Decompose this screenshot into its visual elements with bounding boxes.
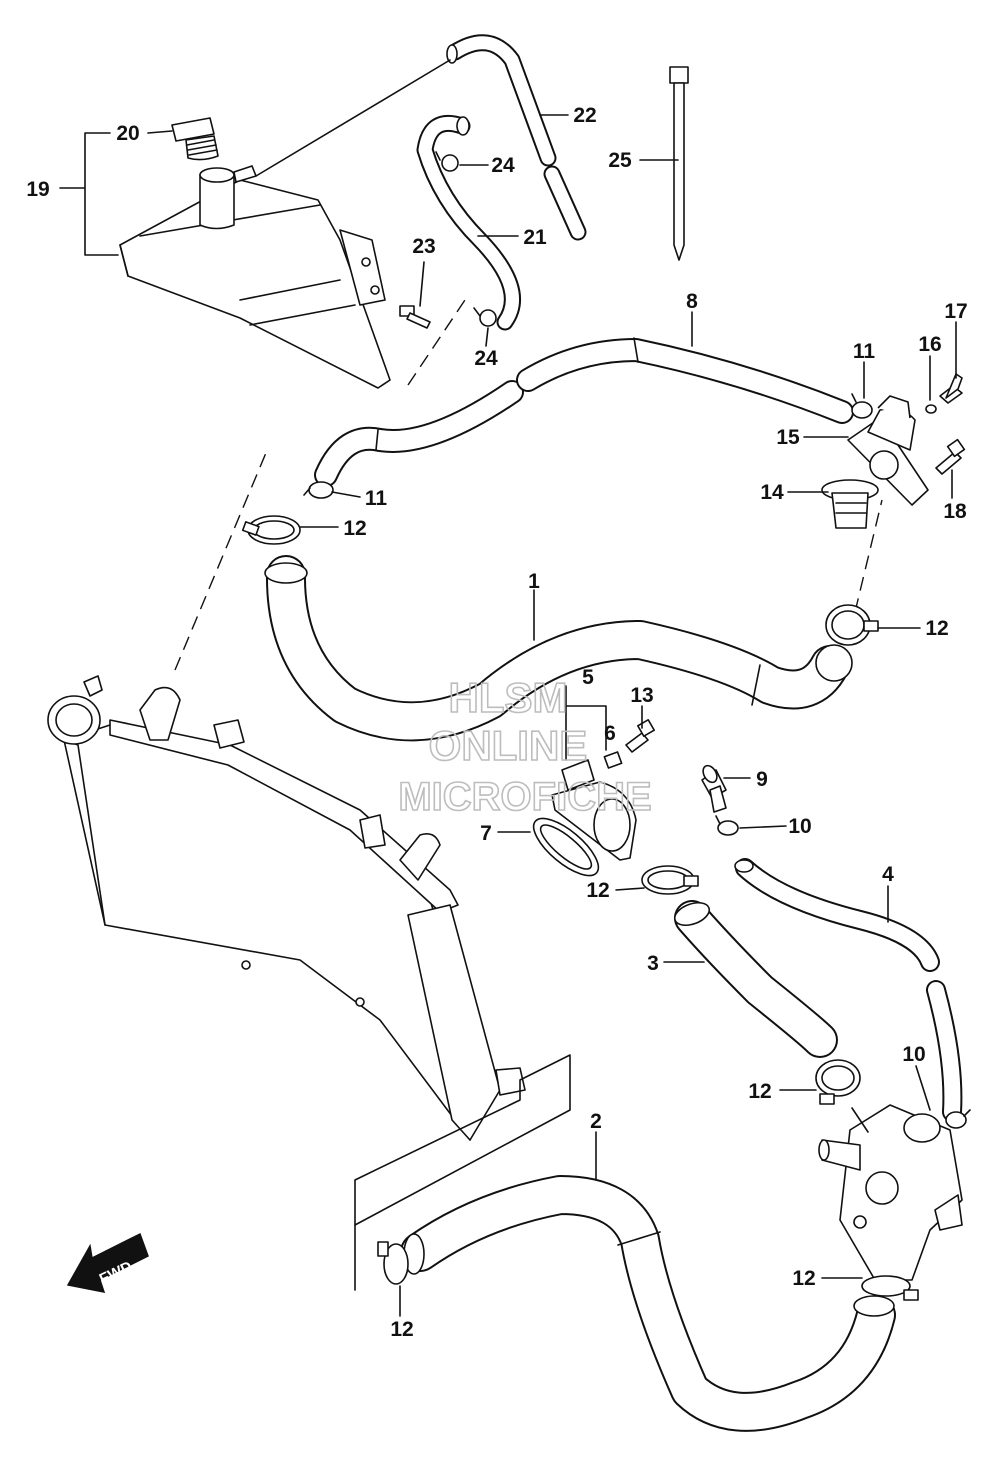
clip-11-left [303, 481, 334, 499]
callout-19: 19 [26, 178, 49, 201]
callout-18: 18 [943, 500, 967, 523]
washer-16 [925, 404, 937, 414]
union-9 [701, 764, 727, 813]
callout-12-upper-left: 12 [343, 517, 366, 540]
callout-17: 17 [944, 300, 967, 323]
callout-12-middle-left: 12 [586, 879, 609, 902]
clamp-12-middle-left [641, 865, 699, 895]
callout-13: 13 [630, 684, 653, 707]
fwd-arrow: FWD [66, 1232, 149, 1293]
cable-tie-25 [669, 66, 689, 261]
callout-16: 16 [918, 333, 941, 356]
clip-24-upper [435, 151, 459, 172]
radiator [47, 675, 526, 1141]
callout-12-lower-left: 12 [390, 1318, 413, 1341]
callout-12-pump: 12 [792, 1267, 815, 1290]
thermostat-14 [821, 479, 879, 529]
watermark-line-3: MICROFICHE [398, 775, 651, 819]
bolt-17 [939, 373, 963, 404]
callout-7: 7 [480, 822, 492, 845]
guide-line-2 [854, 499, 883, 613]
watermark-line-2: ONLINE [429, 722, 588, 769]
watermark: HLSM ONLINE MICROFICHE [398, 673, 653, 820]
bolt-13 [625, 719, 655, 753]
clamp-12-lower-left [377, 1241, 409, 1285]
callout-1: 1 [528, 570, 540, 593]
hose-21 [416, 114, 521, 331]
gasket-7 [532, 817, 600, 877]
hose-8 [314, 337, 854, 487]
reservoir-cap [171, 117, 219, 161]
callout-6: 6 [604, 722, 616, 745]
callout-11-upper: 11 [853, 340, 876, 363]
nut-6 [603, 751, 623, 769]
reservoir-tank [119, 165, 391, 389]
callout-15: 15 [776, 426, 800, 449]
callout-10-lower: 10 [902, 1043, 925, 1066]
hose-1 [264, 555, 853, 742]
mounting-outline-lower [354, 1054, 571, 1226]
callout-25: 25 [608, 149, 632, 172]
clip-10-upper [715, 815, 739, 836]
callout-4: 4 [882, 863, 894, 886]
callout-3: 3 [647, 952, 659, 975]
guide-line-3 [407, 299, 466, 386]
callout-21: 21 [523, 226, 547, 249]
hose-22 [446, 34, 587, 241]
bolt-18 [935, 438, 966, 475]
callout-10-upper: 10 [788, 815, 811, 838]
hose-3 [673, 900, 838, 1058]
callout-8: 8 [686, 290, 698, 313]
callout-20: 20 [116, 122, 139, 145]
clamp-12-upper-left [241, 515, 301, 545]
callouts: 20 19 22 24 25 21 23 24 8 17 11 16 15 11… [26, 104, 967, 1341]
clamp-12-middle-right [815, 1059, 861, 1105]
clip-24-lower [473, 307, 497, 327]
water-inlet-5 [551, 759, 637, 861]
callout-9: 9 [756, 768, 768, 791]
callout-5: 5 [582, 666, 594, 689]
callout-2: 2 [590, 1110, 602, 1133]
watermark-line-1: HLSM [449, 674, 568, 721]
water-pump [818, 1104, 963, 1281]
guide-line-1 [174, 447, 269, 671]
clamp-12-upper-right [825, 604, 879, 646]
callout-24-upper: 24 [491, 154, 515, 177]
leader-lines [59, 59, 957, 1317]
bolt-23 [399, 305, 431, 329]
callout-24-lower: 24 [474, 347, 498, 370]
hose-2 [400, 1175, 896, 1432]
hose-4 [734, 858, 963, 1122]
callout-23: 23 [412, 235, 435, 258]
callout-12-middle-right: 12 [748, 1080, 771, 1103]
clamp-12-pump [861, 1275, 919, 1301]
callout-14: 14 [760, 481, 784, 504]
clip-10-lower [945, 1109, 971, 1129]
thermostat-cover-15 [847, 395, 929, 506]
callout-11-lower: 11 [365, 487, 388, 510]
callout-22: 22 [573, 104, 596, 127]
clip-11-right [851, 393, 873, 419]
callout-12-upper-right: 12 [925, 617, 948, 640]
